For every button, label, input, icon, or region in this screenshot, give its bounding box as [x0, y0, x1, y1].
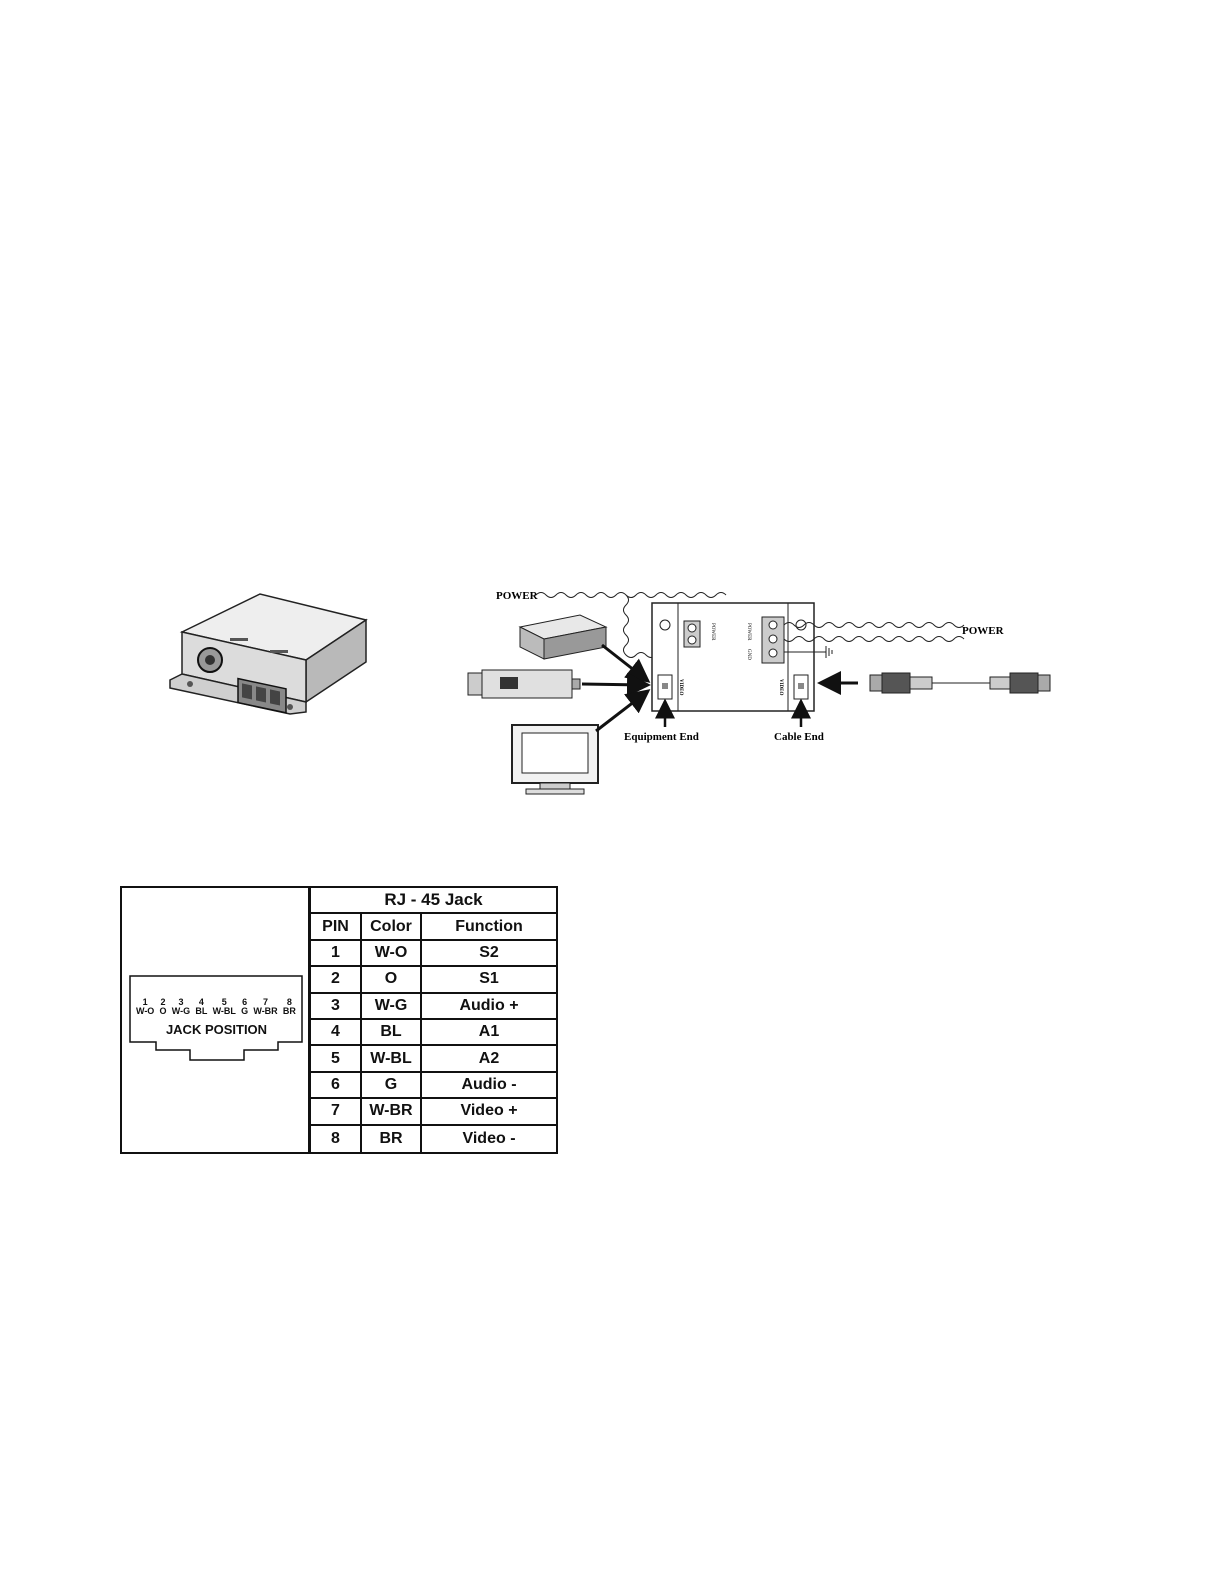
pin-cell: 3: [311, 994, 362, 1020]
function-cell: Video -: [422, 1126, 556, 1152]
header-pin: PIN: [311, 914, 362, 940]
video-label-left: VIDEO: [678, 679, 683, 696]
pin-cell: 8: [311, 1126, 362, 1152]
jack-pin-color: W-G: [172, 1007, 190, 1016]
function-cell: Audio +: [422, 994, 556, 1020]
jack-pin-color: BR: [283, 1007, 296, 1016]
pin-cell: 2: [311, 967, 362, 993]
color-cell: G: [362, 1073, 422, 1099]
function-cell: S1: [422, 967, 556, 993]
dvr-icon: [520, 615, 606, 659]
color-cell: W-O: [362, 941, 422, 967]
jack-pin-color: W-BR: [253, 1007, 277, 1016]
jack-pin-color: W-BL: [213, 1007, 236, 1016]
gnd-label: GND: [746, 649, 751, 660]
function-cell: Video +: [422, 1099, 556, 1125]
function-cell: A1: [422, 1020, 556, 1046]
function-cell: Audio -: [422, 1073, 556, 1099]
color-cell: O: [362, 967, 422, 993]
power-left-label: POWER: [496, 590, 539, 602]
equipment-end-label: Equipment End: [624, 731, 699, 743]
color-cell: W-BL: [362, 1046, 422, 1072]
jack-pin-color: O: [160, 1007, 167, 1016]
header-color: Color: [362, 914, 422, 940]
color-cell: W-G: [362, 994, 422, 1020]
table-title: RJ - 45 Jack: [311, 888, 556, 914]
pin-cell: 5: [311, 1046, 362, 1072]
pin-cell: 1: [311, 941, 362, 967]
camera-icon: [468, 670, 580, 698]
pin-cell: 7: [311, 1099, 362, 1125]
jack-pin-color: G: [241, 1007, 248, 1016]
transceiver-box: [652, 603, 814, 711]
jack-outline: [128, 974, 304, 1066]
header-function: Function: [422, 914, 556, 940]
cable-end-label: Cable End: [774, 731, 824, 743]
monitor-icon: [512, 725, 598, 794]
jack-pin-color: BL: [195, 1007, 207, 1016]
bnc-cable-icon: [870, 673, 1050, 693]
color-cell: BR: [362, 1126, 422, 1152]
power-label-right-box: POWER: [746, 623, 751, 641]
function-cell: S2: [422, 941, 556, 967]
color-cell: W-BR: [362, 1099, 422, 1125]
pin-cell: 6: [311, 1073, 362, 1099]
pin-grid: RJ - 45 Jack PIN Color Function 1 W-O S2…: [311, 888, 556, 1152]
wiring-diagram: POWER: [440, 575, 1080, 805]
power-label-left-box: POWER: [710, 623, 715, 641]
video-label-right: VIDEO: [778, 679, 783, 696]
color-cell: BL: [362, 1020, 422, 1046]
power-right-label: POWER: [962, 625, 1005, 637]
product-illustration: [160, 590, 375, 715]
jack-pin-color: W-O: [136, 1007, 154, 1016]
pin-cell: 4: [311, 1020, 362, 1046]
jack-position-label: JACK POSITION: [122, 1022, 311, 1037]
function-cell: A2: [422, 1046, 556, 1072]
